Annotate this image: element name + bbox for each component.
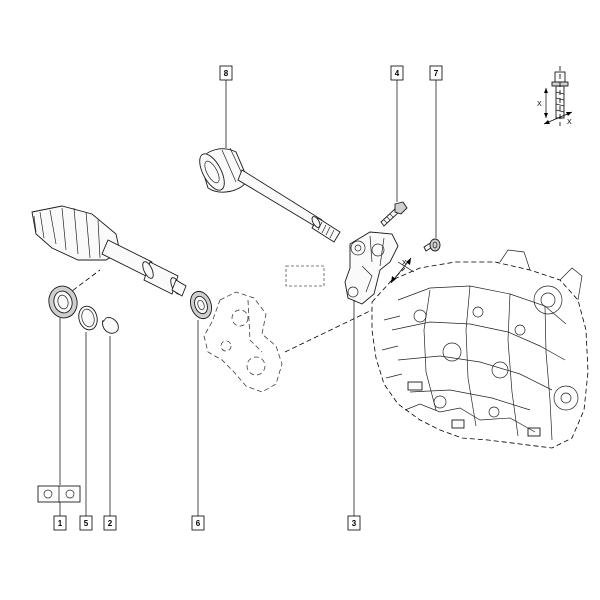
axis-line-bracket bbox=[284, 309, 373, 353]
driveshaft-left bbox=[31, 205, 187, 297]
callout-label-6: 6 bbox=[196, 519, 201, 528]
callout-5: 5 bbox=[79, 515, 93, 531]
inset-axis-label-diagonal: X bbox=[567, 119, 572, 126]
callout-label-1: 1 bbox=[58, 519, 63, 528]
o-ring-part-5 bbox=[78, 305, 98, 331]
bearing-detail-icon bbox=[37, 485, 81, 503]
knuckle-outline bbox=[203, 291, 283, 393]
seal-part-6 bbox=[190, 290, 212, 320]
intermediate-shaft bbox=[199, 147, 341, 243]
callout-1: 1 bbox=[53, 515, 67, 531]
callout-label-4: 4 bbox=[395, 69, 400, 78]
leader-lines bbox=[59, 80, 437, 516]
bolt-part-4 bbox=[380, 201, 408, 227]
callout-label-7: 7 bbox=[434, 69, 439, 78]
inset-bolt-diagram: X X bbox=[537, 66, 573, 126]
svg-text:X: X bbox=[402, 260, 407, 267]
callout-label-5: 5 bbox=[84, 519, 89, 528]
circlip-part-2 bbox=[102, 317, 119, 334]
callout-2: 2 bbox=[103, 515, 117, 531]
bearing-part-1 bbox=[48, 285, 78, 319]
callout-label-8: 8 bbox=[224, 69, 229, 78]
distance-indicator: X bbox=[390, 257, 415, 284]
callout-4: 4 bbox=[390, 65, 404, 81]
callout-8: 8 bbox=[219, 65, 233, 81]
callout-label-3: 3 bbox=[352, 519, 357, 528]
gearbox-housing bbox=[371, 249, 589, 449]
bolt-part-7 bbox=[423, 238, 441, 252]
bearing-bracket bbox=[344, 231, 399, 305]
callout-6: 6 bbox=[191, 515, 205, 531]
placeholder-box bbox=[285, 265, 325, 287]
callout-7: 7 bbox=[429, 65, 443, 81]
callout-3: 3 bbox=[347, 515, 361, 531]
inset-axis-label-vertical: X bbox=[537, 101, 542, 108]
callout-label-2: 2 bbox=[108, 519, 113, 528]
